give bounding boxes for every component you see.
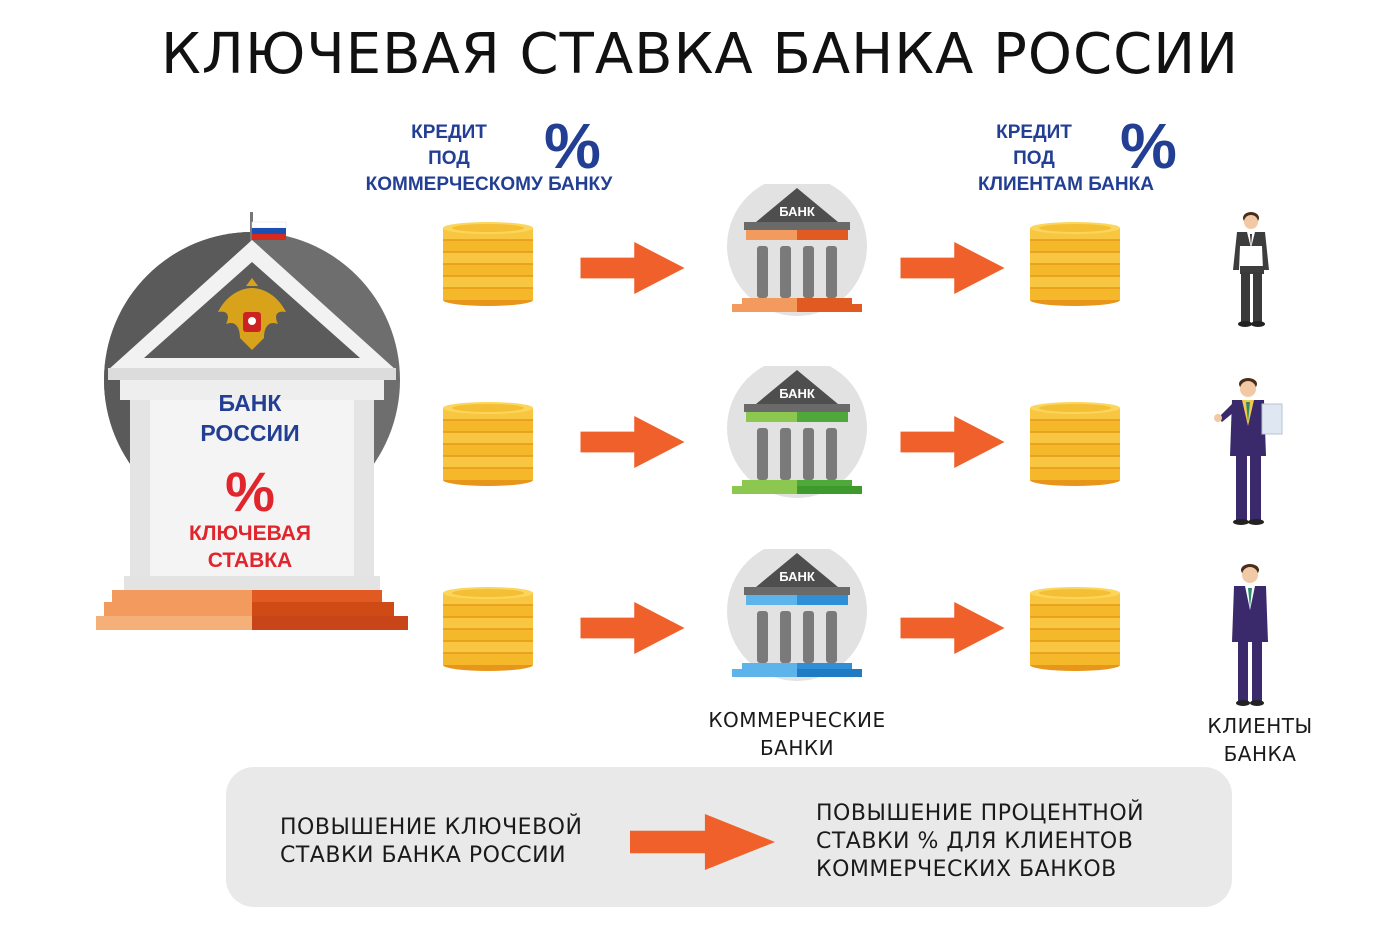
credit-line2: ПОД bbox=[428, 148, 470, 169]
arrow-right-icon bbox=[895, 416, 1010, 468]
coin-stack-icon bbox=[1030, 222, 1120, 306]
summary-effect-line1: ПОВЫШЕНИЕ ПРОЦЕНТНОЙ bbox=[816, 801, 1145, 826]
arrow-right-icon bbox=[575, 242, 690, 294]
percent-icon: % bbox=[1120, 110, 1177, 182]
caption-line2: БАНКА bbox=[1223, 742, 1297, 766]
coin-stack-icon bbox=[443, 587, 533, 671]
caption-line2: БАНКИ bbox=[759, 736, 835, 760]
clients-caption: КЛИЕНТЫ БАНКА bbox=[1170, 712, 1350, 768]
client-person-icon bbox=[1233, 212, 1269, 327]
key-rate-line2: СТАВКА bbox=[207, 549, 293, 572]
central-bank-sign: БАНК РОССИИ % КЛЮЧЕВАЯ СТАВКА bbox=[150, 388, 350, 574]
summary-cause-line2: СТАВКИ БАНКА РОССИИ bbox=[280, 843, 567, 868]
summary-effect-line2: СТАВКИ % ДЛЯ КЛИЕНТОВ bbox=[816, 829, 1134, 854]
commercial-bank-icon bbox=[727, 184, 867, 316]
arrow-right-icon bbox=[630, 814, 775, 870]
commercial-banks-caption: КОММЕРЧЕСКИЕ БАНКИ bbox=[680, 706, 914, 762]
bank-label: БАНК bbox=[779, 204, 815, 219]
credit-line3: КЛИЕНТАМ БАНКА bbox=[978, 174, 1154, 195]
credit-to-commercial-bank-label: КРЕДИТ ПОД КОММЕРЧЕСКОМУ БАНКУ bbox=[353, 120, 625, 198]
key-rate-line1: КЛЮЧЕВАЯ bbox=[188, 522, 312, 545]
commercial-bank-icon bbox=[727, 366, 867, 498]
client-person-icon bbox=[1232, 564, 1268, 706]
central-bank-name-line2: РОССИИ bbox=[200, 420, 300, 446]
arrow-right-icon bbox=[895, 242, 1010, 294]
eagle-emblem-icon bbox=[218, 278, 286, 350]
commercial-bank-icon bbox=[727, 549, 867, 681]
credit-line1: КРЕДИТ bbox=[996, 122, 1072, 143]
coin-stack-icon bbox=[1030, 402, 1120, 486]
central-bank-building bbox=[96, 212, 408, 630]
bank-label: БАНК bbox=[779, 569, 815, 584]
caption-line1: КОММЕРЧЕСКИЕ bbox=[708, 708, 886, 732]
summary-effect-line3: КОММЕРЧЕСКИХ БАНКОВ bbox=[816, 857, 1117, 882]
credit-line2: ПОД bbox=[1013, 148, 1055, 169]
key-rate-percent-icon: % bbox=[225, 460, 275, 523]
coin-stack-icon bbox=[443, 402, 533, 486]
page-title: КЛЮЧЕВАЯ СТАВКА БАНКА РОССИИ bbox=[161, 22, 1239, 87]
summary-cause-line1: ПОВЫШЕНИЕ КЛЮЧЕВОЙ bbox=[280, 815, 583, 840]
percent-icon: % bbox=[544, 110, 601, 182]
arrow-right-icon bbox=[895, 602, 1010, 654]
caption-line1: КЛИЕНТЫ bbox=[1207, 714, 1313, 738]
arrow-right-icon bbox=[575, 416, 690, 468]
summary-effect-text: ПОВЫШЕНИЕ ПРОЦЕНТНОЙ СТАВКИ % ДЛЯ КЛИЕНТ… bbox=[816, 800, 1144, 884]
coin-stack-icon bbox=[1030, 587, 1120, 671]
coin-stack-icon bbox=[443, 222, 533, 306]
key-rate-label: КЛЮЧЕВАЯ СТАВКА bbox=[150, 520, 350, 574]
central-bank-name-line1: БАНК bbox=[218, 390, 282, 416]
credit-line3: КОММЕРЧЕСКОМУ БАНКУ bbox=[365, 174, 613, 195]
arrow-right-icon bbox=[575, 602, 690, 654]
client-person-icon bbox=[1214, 378, 1283, 525]
russian-flag-icon bbox=[251, 221, 287, 240]
bank-label: БАНК bbox=[779, 386, 815, 401]
credit-line1: КРЕДИТ bbox=[411, 122, 487, 143]
summary-cause-text: ПОВЫШЕНИЕ КЛЮЧЕВОЙ СТАВКИ БАНКА РОССИИ bbox=[280, 814, 582, 870]
central-bank-name: БАНК РОССИИ bbox=[150, 388, 350, 448]
credit-to-clients-label: КРЕДИТ ПОД КЛИЕНТАМ БАНКА bbox=[960, 120, 1172, 198]
